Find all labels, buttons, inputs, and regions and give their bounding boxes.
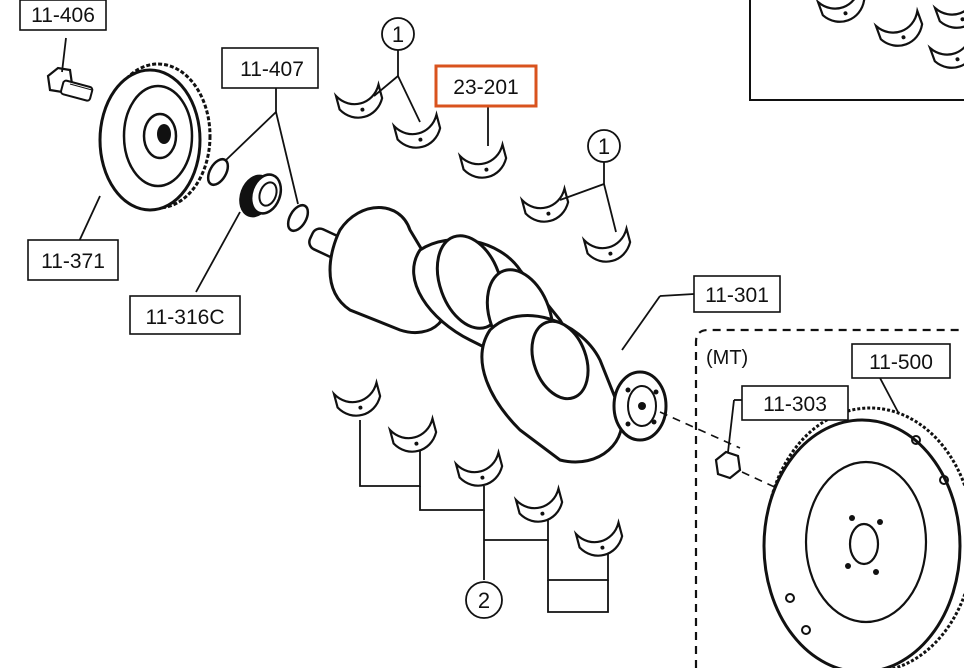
svg-text:1: 1	[392, 22, 404, 47]
flywheel	[762, 377, 964, 668]
label-11-407: 11-407	[221, 47, 319, 89]
svg-text:11-500: 11-500	[869, 351, 933, 374]
label-11-371: 11-371	[27, 239, 119, 281]
svg-text:11-407: 11-407	[240, 58, 304, 81]
svg-text:11-303: 11-303	[763, 393, 827, 416]
svg-text:23-201: 23-201	[453, 76, 518, 99]
svg-text:11-406: 11-406	[31, 4, 95, 27]
oil-seal	[195, 173, 283, 293]
label-mt: (MT)	[706, 347, 748, 369]
crank-pulley	[75, 62, 212, 249]
label-11-316c: 11-316C	[129, 295, 241, 335]
mt-region	[694, 328, 964, 668]
inset-bearing-shell	[874, 9, 928, 53]
label-11-406: 11-406	[19, 0, 107, 31]
inset-bearing-shell	[928, 31, 964, 75]
thrust-bearing-shell	[458, 106, 511, 184]
label-11-500: 11-500	[851, 343, 951, 379]
svg-text:11-316C: 11-316C	[146, 306, 225, 329]
callout-1-right: 1	[587, 129, 621, 163]
svg-text:1: 1	[598, 134, 610, 159]
label-11-301: 11-301	[693, 275, 781, 313]
inset-box-top-right	[749, 0, 964, 101]
svg-text:11-301: 11-301	[705, 284, 769, 307]
inset-bearing-shell	[816, 0, 870, 29]
callout-1-left: 1	[381, 17, 415, 51]
label-23-201: 23-201	[434, 64, 538, 108]
upper-main-bearings-left	[334, 50, 445, 154]
pulley-bolt	[46, 37, 94, 102]
inset-bearing-shell	[933, 0, 964, 35]
callout-2: 2	[465, 581, 503, 619]
svg-text:2: 2	[478, 588, 490, 613]
upper-main-bearings-right	[520, 162, 635, 268]
lower-main-bearings	[332, 381, 627, 613]
svg-text:11-371: 11-371	[41, 250, 105, 273]
thrust-washers	[206, 88, 310, 233]
crankshaft	[308, 206, 741, 464]
label-11-303: 11-303	[741, 385, 849, 421]
